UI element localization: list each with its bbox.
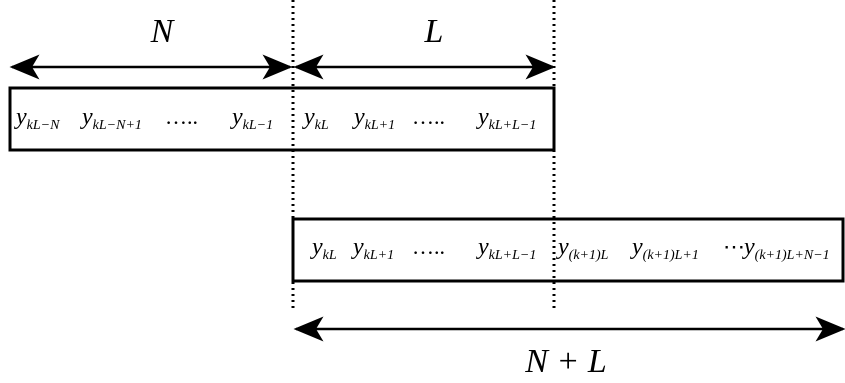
bottom-sample-term: y(k+1)L+1 <box>630 234 699 263</box>
bottom-sample-term: ykL <box>310 234 337 263</box>
bottom-sample-term: y(k+1)L <box>556 234 609 263</box>
top-sample-term: ykL−N <box>14 104 60 133</box>
bottom-sample-term: y(k+1)L+N−1 <box>742 234 830 263</box>
n-length-label: N <box>150 13 176 50</box>
bottom-block-samples: ykL ykL+1 ….. ykL+L−1 y(k+1)L y(k+1)L+1 ⋯y(k+1… <box>310 234 830 263</box>
top-block-samples: ykL−N ykL−N+1 ….. ykL−1 ykL ykL+1 ….. ykL+L−1 <box>14 104 536 133</box>
top-ellipsis: ….. <box>165 104 198 129</box>
bottom-ellipsis: ….. <box>412 234 445 259</box>
l-length-label: L <box>424 13 444 50</box>
top-sample-term: ykL+L−1 <box>476 104 536 133</box>
bottom-ellipsis: ⋯ <box>723 234 745 259</box>
top-sample-term: ykL <box>302 104 329 133</box>
top-sample-term: ykL+1 <box>352 104 395 133</box>
bottom-sample-term: ykL+L−1 <box>476 234 536 263</box>
n-plus-l-length-label: N + L <box>524 343 607 380</box>
bottom-sample-block <box>291 217 845 283</box>
top-sample-term: ykL−1 <box>230 104 273 133</box>
top-sample-block <box>8 86 556 152</box>
top-ellipsis: ….. <box>412 104 445 129</box>
top-sample-term: ykL−N+1 <box>80 104 142 133</box>
bottom-sample-term: ykL+1 <box>351 234 394 263</box>
